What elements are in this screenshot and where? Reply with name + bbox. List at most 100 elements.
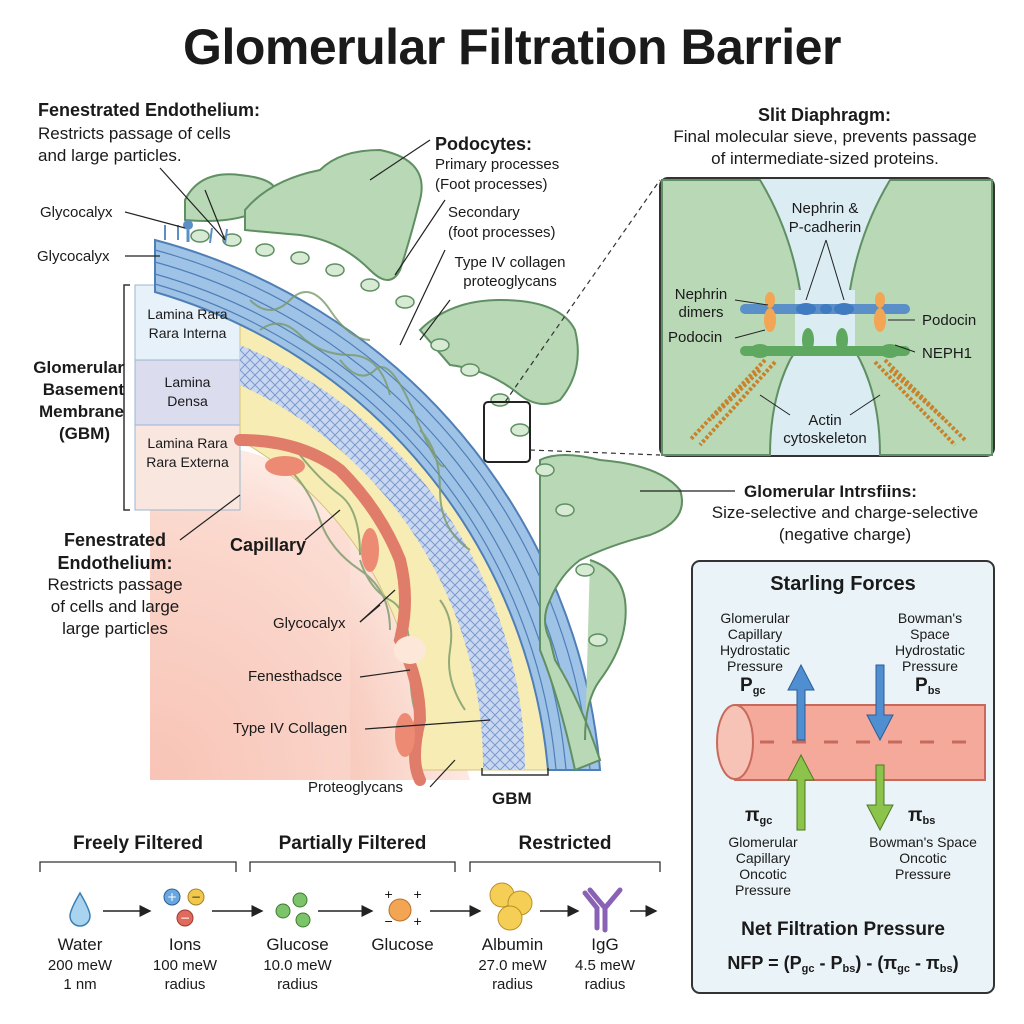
- outer-blue-band: [154, 238, 602, 771]
- molecule-name: Glucose: [266, 935, 329, 954]
- molecule-detail: 4.5 meW: [574, 957, 635, 974]
- neph1-label: NEPH1: [922, 345, 973, 362]
- molecule-name: IgG: [591, 935, 619, 954]
- pgc-symbol: Pgc: [740, 675, 766, 698]
- endothelial-nucleus: [265, 456, 305, 476]
- actin-line1: Actin: [808, 412, 842, 429]
- glomerular-line1: Size-selective and charge-selective: [711, 503, 979, 522]
- igg-icon: [582, 887, 623, 933]
- type-iv-collagen-label: Type IV Collagen: [233, 720, 348, 737]
- svg-text:+: +: [384, 888, 393, 901]
- pibs-arrow: [866, 764, 894, 832]
- collagen-line2: proteoglycans: [463, 273, 557, 290]
- pigc-arrow: [787, 753, 815, 831]
- endothelium-lining: [234, 434, 427, 786]
- gbm-label-line2: Basement: [42, 380, 124, 399]
- rara-externa-line2: Rara Externa: [146, 454, 229, 470]
- endothelium-bottom-line2: of cells and large: [50, 597, 180, 616]
- podocytes-line1: Primary processes: [435, 156, 560, 173]
- bs-hydro-line4: Pressure: [901, 658, 959, 674]
- secondary-line1: Secondary: [448, 204, 520, 221]
- nephrin-dimers-line2: dimers: [678, 304, 724, 321]
- pbs-symbol: Pbs: [915, 675, 941, 698]
- glomerular-line2: (negative charge): [778, 525, 912, 544]
- svg-text:+: +: [167, 890, 177, 904]
- gbm-bottom-label: GBM: [492, 789, 532, 808]
- starling-title: Starling Forces: [770, 573, 916, 595]
- molecule-name: Glucose: [371, 935, 434, 954]
- endothelium-top-line2: and large particles.: [38, 146, 182, 165]
- glomerular-heading: Glomerular Intrsfiins:: [744, 482, 917, 501]
- endothelium-top-line1: Restricts passage of cells: [38, 124, 231, 143]
- gbm-label-line1: Glomerular: [33, 358, 124, 377]
- gc-onc-line2: Capillary: [735, 850, 791, 866]
- pigc-symbol: πgc: [745, 805, 773, 828]
- slit-diaphragm-inset: [659, 177, 995, 457]
- molecule-name: Water: [57, 935, 103, 954]
- gc-hydro-line3: Hydrostatic: [719, 642, 791, 658]
- molecule-detail: radius: [164, 976, 206, 993]
- water-drop-icon: [69, 891, 91, 927]
- freely-filtered-heading: Freely Filtered: [73, 833, 203, 854]
- gc-onc-line1: Glomerular: [728, 834, 798, 850]
- glycocalyx-label-2: Glycocalyx: [37, 248, 110, 265]
- slit-line1: Final molecular sieve, prevents passage: [673, 127, 977, 146]
- podocyte-cells: [184, 148, 683, 772]
- collagen-line1: Type IV collagen: [454, 254, 566, 271]
- svg-text:−: −: [191, 890, 201, 904]
- nephrin-cadherin-line1: Nephrin &: [791, 200, 859, 217]
- fenestra: [394, 636, 426, 664]
- slit-zoom-marker: [483, 401, 531, 463]
- glycocalyx-inner-label: Glycocalyx: [273, 615, 346, 632]
- molecule-detail: 27.0 meW: [478, 957, 547, 974]
- molecule-detail: 10.0 meW: [263, 957, 332, 974]
- svg-text:+: +: [413, 888, 422, 901]
- endothelium-bottom-heading1: Fenestrated: [63, 530, 167, 550]
- bs-hydro-line2: Space: [910, 626, 950, 642]
- restricted-heading: Restricted: [518, 833, 612, 854]
- gc-onc-line3: Oncotic: [739, 866, 787, 882]
- nfp-title: Net Filtration Pressure: [741, 919, 945, 940]
- actin-line2: cytoskeleton: [783, 430, 867, 447]
- slit-heading: Slit Diaphragm:: [758, 105, 892, 125]
- densa-line2: Densa: [167, 393, 208, 409]
- molecule-name: Albumin: [481, 935, 544, 954]
- leader-lines: [124, 139, 735, 788]
- endothelium-bottom-line1: Restricts passage: [47, 575, 183, 594]
- bs-onc-line2: Oncotic: [899, 850, 947, 866]
- glycocalyx-label-1: Glycocalyx: [40, 204, 113, 221]
- nephrin-cadherin-line2: P-cadherin: [788, 219, 862, 236]
- rara-externa-line1: Lamina Rara: [147, 435, 228, 451]
- gbm-label-line3: Membrane: [38, 402, 124, 421]
- molecule-name: Ions: [168, 935, 202, 954]
- secondary-line2: (foot processes): [448, 224, 556, 241]
- nephrin-dimers-line1: Nephrin: [674, 286, 728, 303]
- gc-hydro-line1: Glomerular: [720, 610, 790, 626]
- molecule-detail: radius: [584, 976, 626, 993]
- glucose-charged-icon: + + − +: [384, 888, 422, 928]
- fenestrae-label: Fenesthadsce: [248, 668, 343, 685]
- podocytes-heading: Podocytes:: [435, 134, 533, 154]
- slit-line2: of intermediate-sized proteins.: [711, 149, 939, 168]
- molecule-detail: radius: [492, 976, 533, 993]
- capillary-label: Capillary: [230, 535, 307, 555]
- endothelium-top-heading: Fenestrated Endothelium:: [38, 100, 261, 120]
- gc-hydro-line2: Capillary: [727, 626, 783, 642]
- svg-text:+: +: [413, 915, 422, 928]
- pgc-arrow: [787, 663, 815, 741]
- page-title: Glomerular Filtration Barrier: [183, 19, 841, 75]
- lamina-rara-externa-box: [134, 424, 241, 511]
- bs-hydro-line1: Bowman's: [897, 610, 963, 626]
- gbm-label-line4: (GBM): [59, 424, 110, 443]
- gc-onc-line4: Pressure: [734, 882, 792, 898]
- nfp-equation: NFP = (Pgc - Pbs) - (πgc - πbs): [727, 953, 959, 975]
- svg-text:−: −: [384, 915, 393, 928]
- gc-hydro-line4: Pressure: [726, 658, 784, 674]
- podocin-left-label: Podocin: [668, 329, 723, 346]
- molecule-detail: 100 meW: [152, 957, 218, 974]
- molecule-detail: 200 meW: [47, 957, 113, 974]
- ions-icon: + − −: [163, 888, 205, 927]
- podocin-right-label: Podocin: [922, 312, 977, 329]
- albumin-icon: [489, 882, 533, 931]
